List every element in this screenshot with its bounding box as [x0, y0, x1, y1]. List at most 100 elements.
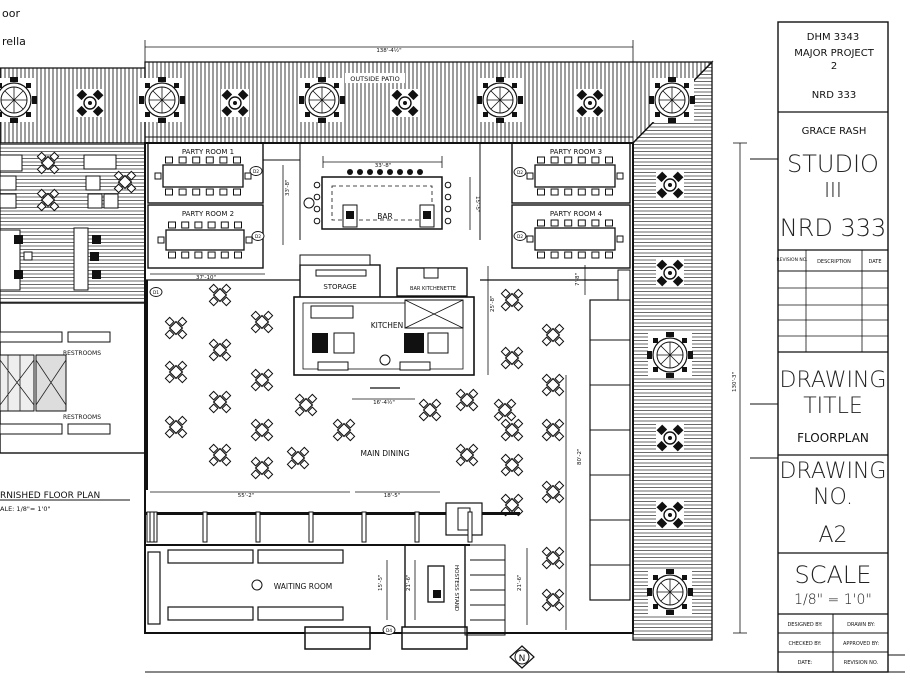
party-chair [605, 156, 613, 164]
label-party-room-1: PARTY ROOM 1 [182, 148, 234, 156]
label-storage: STORAGE [323, 283, 356, 291]
dimension-lines [144, 40, 747, 634]
dim-kitchen-depth: 25'-8" [490, 295, 496, 312]
party-chair [194, 251, 203, 259]
party-chair [207, 221, 216, 229]
bar-stools [313, 169, 452, 225]
party-chair [157, 236, 165, 244]
dim-hostess: 21'-6" [517, 574, 523, 591]
dim-right-run: 80'-2" [577, 448, 583, 465]
party-chair [244, 172, 252, 180]
booth-divider [414, 511, 420, 543]
party-chair [550, 156, 559, 164]
label-main-dining: MAIN DINING [360, 449, 409, 458]
party-chair [192, 188, 201, 196]
dim-overall-height: 130'-3" [732, 372, 738, 392]
tb-checked-by: CHECKED BY: [788, 641, 821, 647]
label-bar: BAR [377, 212, 393, 221]
patio-umbrella-set [138, 76, 186, 124]
bar-stool [444, 181, 452, 189]
label-party-room-3: PARTY ROOM 3 [550, 148, 602, 156]
party-chair [564, 219, 573, 227]
party-chair [577, 156, 586, 164]
booth-divider [202, 511, 208, 543]
party-chair [205, 188, 214, 196]
patio-table-set [575, 88, 605, 118]
bar-stool [397, 169, 403, 175]
party-chair [245, 236, 253, 244]
patio-table-set [220, 88, 250, 118]
booth-divider [467, 511, 473, 543]
patio-table-set [75, 88, 105, 118]
tb-project-line2: 2 [831, 61, 837, 72]
bar-stool [313, 205, 321, 213]
patio-umbrella-set [646, 331, 694, 379]
bar-stool [444, 217, 452, 225]
party-chair [591, 251, 600, 259]
tb-drawn-by: DRAWN BY: [847, 622, 875, 628]
left-wing-furniture [0, 151, 137, 291]
patio-umbrella-set [648, 76, 696, 124]
party-chair [537, 156, 545, 164]
booth-seating [149, 511, 473, 543]
dim-bar-depth: 15'-5" [474, 196, 480, 213]
bar-stool [313, 181, 321, 189]
bar-stool [313, 193, 321, 201]
party-chair [220, 221, 229, 229]
door-tags [149, 166, 527, 635]
party-chair [194, 221, 203, 229]
party-chair [537, 219, 545, 227]
patio-umbrella-set [476, 76, 524, 124]
title-block: DHM 3343 MAJOR PROJECT 2 NRD 333 GRACE R… [750, 21, 905, 673]
party-chair [577, 251, 586, 259]
party-chair [192, 156, 201, 164]
tb-drawing-title-2: TITLE [803, 394, 863, 419]
party-chair [577, 219, 586, 227]
patio-table-set [655, 423, 685, 453]
party-chair [181, 251, 190, 259]
party-chair [564, 188, 573, 196]
tb-drawing-title-1: DRAWING [780, 368, 887, 393]
party-chair [591, 219, 600, 227]
party-chair [219, 156, 228, 164]
tag-d1: D1 [153, 290, 159, 296]
dim-waiting-2: 21'-6" [406, 574, 412, 591]
bar-stool [313, 217, 321, 225]
dim-small-span: 16'-4½" [373, 399, 395, 406]
tb-designed-by: DESIGNED BY: [787, 622, 822, 628]
party-chair [616, 235, 624, 243]
label-restrooms-1: RESTROOMS [63, 350, 101, 357]
bar-stool [347, 169, 353, 175]
tb-revision-no: REVISION NO. [844, 660, 879, 666]
left-plan-scale: ALE: 1/8"= 1'0" [0, 505, 50, 513]
bar-stool [407, 169, 413, 175]
party-chair [181, 221, 190, 229]
bar-area [321, 176, 443, 230]
party-chair [154, 172, 162, 180]
booth-divider [255, 511, 261, 543]
patio-table-set [655, 500, 685, 530]
tag-d2-c: D2 [517, 170, 523, 176]
tb-drawing-title-value: FLOORPLAN [797, 431, 869, 445]
dim-lower-mid: 18'-5" [384, 493, 401, 499]
patio-table-set [655, 258, 685, 288]
party-chair [605, 251, 613, 259]
party-chair [234, 251, 242, 259]
patio-umbrella-set [646, 568, 694, 616]
party-chair [233, 156, 241, 164]
tb-drawing-no-value: A2 [818, 523, 847, 548]
tb-drawing-no-1: DRAWING [780, 459, 887, 484]
party-room-tables [162, 164, 616, 251]
tb-scale-value: 1/8" = 1'0" [794, 592, 872, 608]
party-chair [526, 235, 534, 243]
party-chair [591, 156, 600, 164]
patio-table-set [390, 88, 420, 118]
party-room-chairs [154, 156, 624, 259]
dim-party-room-depth: 33'-8" [285, 179, 291, 196]
party-chair [168, 251, 176, 259]
tb-drawing-no-2: NO. [813, 485, 853, 510]
tag-d2-a: D2 [253, 169, 259, 175]
party-chair [564, 156, 573, 164]
patio-table-set [655, 170, 685, 200]
